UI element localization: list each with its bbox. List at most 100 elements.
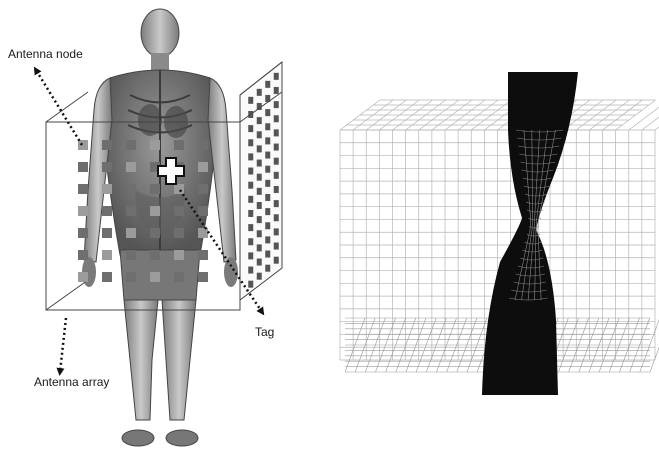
antenna-element	[150, 140, 160, 150]
antenna-element	[150, 228, 160, 238]
antenna-element	[102, 162, 112, 172]
side-antenna-element	[257, 259, 262, 266]
side-antenna-element	[257, 216, 262, 223]
antenna-element	[174, 184, 184, 194]
antenna-element	[78, 140, 88, 150]
side-antenna-element	[265, 123, 270, 130]
side-antenna-element	[274, 129, 279, 136]
side-antenna-element	[248, 196, 253, 203]
side-antenna-element	[274, 115, 279, 122]
side-antenna-element	[257, 145, 262, 152]
side-antenna-element	[257, 273, 262, 280]
antenna-element	[198, 206, 208, 216]
side-antenna-element	[257, 131, 262, 138]
antenna-element	[78, 162, 88, 172]
antenna-element	[174, 140, 184, 150]
antenna-element	[78, 250, 88, 260]
antenna-element	[126, 184, 136, 194]
antenna-element	[174, 206, 184, 216]
antenna-element	[198, 228, 208, 238]
antenna-element	[102, 250, 112, 260]
side-antenna-element	[265, 236, 270, 243]
side-antenna-element	[257, 174, 262, 181]
antenna-element	[102, 272, 112, 282]
side-antenna-element	[257, 244, 262, 251]
side-antenna-element	[248, 252, 253, 259]
side-antenna-element	[257, 89, 262, 96]
antenna-element	[150, 184, 160, 194]
antenna-element	[198, 140, 208, 150]
side-antenna-element	[248, 139, 253, 146]
antenna-element	[126, 140, 136, 150]
side-antenna-element	[265, 208, 270, 215]
side-antenna-element	[274, 200, 279, 207]
side-antenna-element	[257, 230, 262, 237]
antenna-element	[102, 206, 112, 216]
side-antenna-element	[248, 153, 253, 160]
field-mesh-simulation	[340, 72, 659, 395]
antenna-element	[102, 184, 112, 194]
side-antenna-element	[265, 251, 270, 258]
side-antenna-element	[265, 152, 270, 159]
antenna-element	[150, 250, 160, 260]
side-antenna-element	[274, 214, 279, 221]
antenna-element	[126, 272, 136, 282]
antenna-element	[174, 250, 184, 260]
side-antenna-element	[274, 144, 279, 151]
side-antenna-element	[265, 180, 270, 187]
antenna-element	[150, 206, 160, 216]
antenna-element	[174, 272, 184, 282]
side-antenna-element	[265, 81, 270, 88]
body-antenna-diagram: Antenna node Antenna array Tag	[8, 9, 282, 446]
side-antenna-element	[248, 97, 253, 104]
side-antenna-element	[274, 243, 279, 250]
antenna-element	[78, 206, 88, 216]
side-antenna-element	[265, 109, 270, 116]
antenna-element	[198, 250, 208, 260]
antenna-element	[126, 162, 136, 172]
side-antenna-element	[274, 228, 279, 235]
side-antenna-element	[248, 281, 253, 288]
side-antenna-element	[257, 202, 262, 209]
side-antenna-element	[274, 87, 279, 94]
side-antenna-element	[248, 238, 253, 245]
side-antenna-panel	[240, 62, 282, 300]
antenna-element	[198, 184, 208, 194]
antenna-element	[126, 250, 136, 260]
antenna-array-label: Antenna array	[34, 375, 109, 389]
side-antenna-element	[248, 168, 253, 175]
antenna-node-label: Antenna node	[8, 47, 83, 61]
side-antenna-element	[248, 224, 253, 231]
side-antenna-element	[274, 73, 279, 80]
antenna-array-arrow	[60, 318, 66, 372]
antenna-element	[198, 162, 208, 172]
antenna-element	[78, 184, 88, 194]
antenna-element	[150, 272, 160, 282]
antenna-element	[78, 272, 88, 282]
antenna-element	[126, 228, 136, 238]
antenna-element	[78, 228, 88, 238]
side-antenna-element	[274, 172, 279, 179]
side-antenna-element	[257, 117, 262, 124]
side-antenna-element	[274, 101, 279, 108]
antenna-element	[174, 228, 184, 238]
side-antenna-element	[265, 137, 270, 144]
hourglass-body	[482, 72, 578, 395]
side-antenna-element	[265, 194, 270, 201]
side-antenna-element	[265, 166, 270, 173]
side-antenna-element	[274, 158, 279, 165]
side-antenna-element	[248, 182, 253, 189]
side-antenna-element	[257, 188, 262, 195]
side-antenna-element	[265, 222, 270, 229]
side-antenna-element	[248, 267, 253, 274]
side-antenna-element	[248, 125, 253, 132]
tag-label: Tag	[255, 325, 274, 339]
side-antenna-element	[265, 265, 270, 272]
antenna-element	[102, 228, 112, 238]
antenna-node-arrow	[36, 70, 82, 145]
side-antenna-element	[257, 160, 262, 167]
side-antenna-element	[248, 210, 253, 217]
antenna-element	[102, 140, 112, 150]
antenna-element	[198, 272, 208, 282]
